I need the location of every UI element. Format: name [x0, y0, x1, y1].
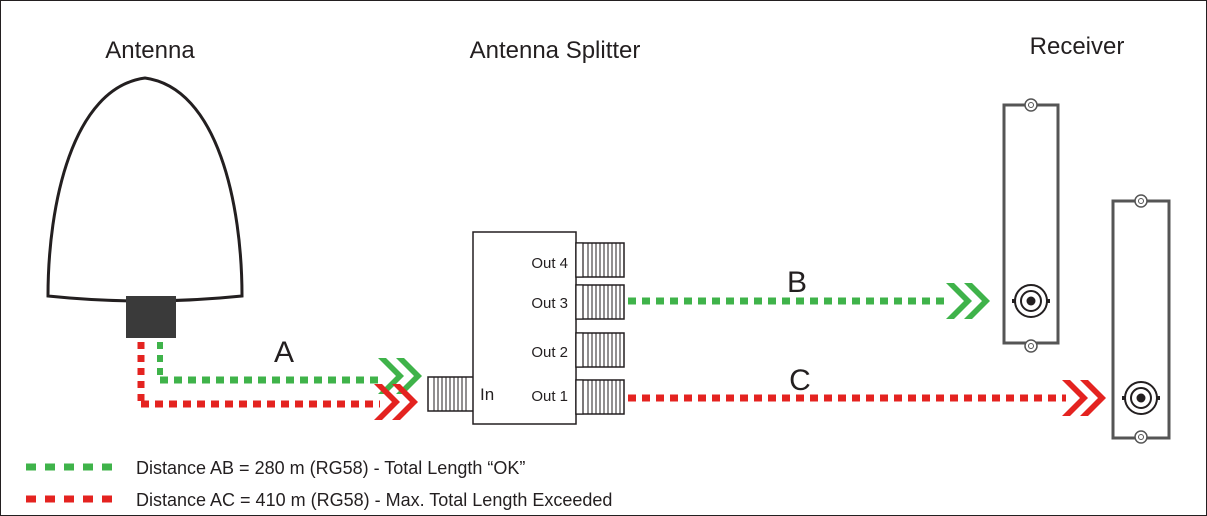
legend-exceeded-text: Distance AC = 410 m (RG58) - Max. Total …: [136, 490, 612, 510]
out4-connector: [575, 242, 625, 278]
cable-c-arrow: [1062, 380, 1106, 416]
receiver-2-bottom-screw: [1134, 430, 1148, 444]
out3-connector: [575, 284, 625, 320]
antenna-icon: [46, 76, 244, 338]
port-out3-label: Out 3: [531, 295, 568, 312]
port-in-label: In: [480, 385, 494, 404]
receiver-2: [1111, 194, 1171, 444]
receiver-1-bnc-connector: [1012, 284, 1050, 318]
cable-a-green-arrow: [378, 358, 422, 394]
port-out2-label: Out 2: [531, 344, 568, 361]
splitter-in-connector: [427, 376, 475, 412]
point-c-label: C: [789, 364, 811, 397]
receiver-2-bnc-connector: [1122, 381, 1160, 415]
cable-a: A: [137, 336, 422, 420]
cable-b: B: [628, 266, 990, 319]
receiver-1-bottom-screw: [1024, 339, 1038, 353]
legend: Distance AB = 280 m (RG58) - Total Lengt…: [26, 458, 612, 510]
antenna-title: Antenna: [105, 37, 195, 64]
receiver-title: Receiver: [1030, 33, 1125, 60]
point-b-label: B: [787, 266, 807, 299]
splitter-title: Antenna Splitter: [470, 37, 641, 64]
antenna-base: [126, 296, 176, 338]
splitter-out-connectors: [575, 242, 625, 415]
out1-connector: [575, 379, 625, 415]
receiver-1-top-screw: [1024, 98, 1038, 112]
cable-b-arrow: [946, 283, 990, 319]
receiver-2-top-screw: [1134, 194, 1148, 208]
point-a-label: A: [274, 336, 294, 369]
cable-c: C: [628, 364, 1106, 416]
legend-ok-text: Distance AB = 280 m (RG58) - Total Lengt…: [136, 458, 525, 478]
port-out4-label: Out 4: [531, 255, 568, 272]
port-out1-label: Out 1: [531, 388, 568, 405]
receiver-1-body: [1002, 103, 1060, 345]
out2-connector: [575, 332, 625, 368]
receiver-1: [1002, 98, 1060, 353]
splitter-box: [472, 231, 577, 425]
cable-a-red-arrow: [374, 384, 418, 420]
